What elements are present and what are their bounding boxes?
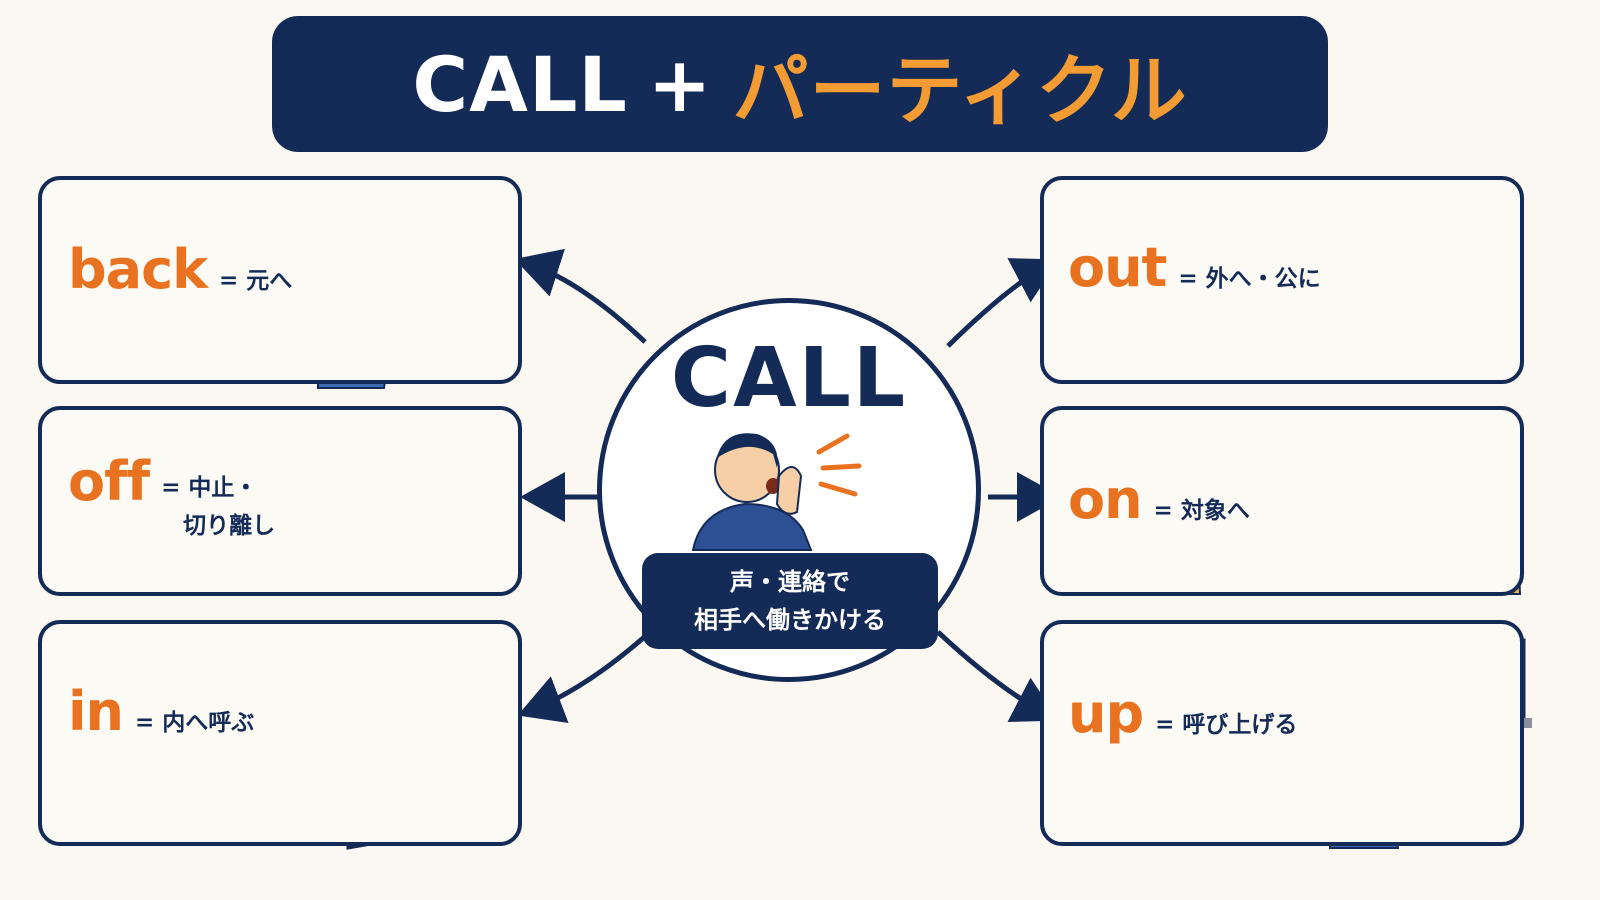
meaning-back: = 元へ: [219, 268, 293, 294]
card-in: in = 内へ呼ぶ: [38, 620, 522, 846]
title-main: CALL: [412, 39, 628, 129]
center-word: CALL: [670, 331, 908, 426]
title-plus: +: [647, 39, 713, 129]
card-out: out = 外へ・公に: [1040, 176, 1524, 384]
meaning-in: = 内へ呼ぶ: [134, 710, 255, 736]
shouting-person-icon: [691, 433, 862, 551]
center-call-circle: CALL 声・連絡で 相手へ働きかける: [597, 298, 981, 682]
arrow-to-back: [514, 248, 647, 344]
arrow-to-up: [936, 630, 1059, 723]
title-accent: パーティクル: [732, 46, 1188, 135]
meaning-off-line2: 切り離し: [183, 513, 276, 540]
meaning-off-line1: = 中止・: [161, 475, 258, 501]
particle-in: in: [68, 680, 124, 743]
meaning-up: = 呼び上げる: [1155, 712, 1298, 738]
particle-back: back: [68, 238, 208, 301]
card-off: off = 中止・ 切り離し: [38, 406, 522, 596]
particle-off: off: [68, 450, 150, 513]
meaning-on: = 対象へ: [1153, 498, 1250, 524]
card-up: up = 呼び上げる: [1040, 620, 1524, 846]
center-caption-line1: 声・連絡で: [730, 568, 850, 596]
title-banner: CALL + パーティクル: [272, 16, 1328, 152]
card-back: back = 元へ: [38, 176, 522, 384]
particle-on: on: [1068, 468, 1143, 531]
card-on: on = 対象へ: [1040, 406, 1524, 596]
arrow-to-in: [517, 630, 652, 723]
center-caption-line2: 相手へ働きかける: [694, 606, 886, 634]
meaning-out: = 外へ・公に: [1178, 266, 1321, 292]
particle-up: up: [1068, 682, 1144, 745]
center-caption: 声・連絡で 相手へ働きかける: [642, 553, 938, 649]
particle-out: out: [1068, 236, 1167, 299]
